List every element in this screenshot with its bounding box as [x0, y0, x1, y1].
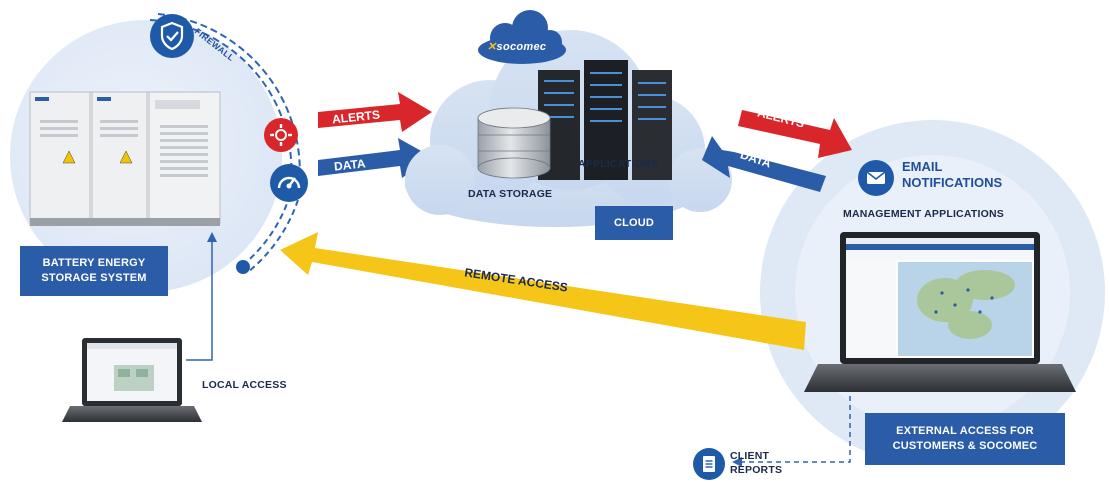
- local-access-arrowhead: [207, 232, 217, 242]
- email-notifications-label: EMAIL NOTIFICATIONS: [902, 159, 1002, 190]
- bess-label-box: BATTERY ENERGY STORAGE SYSTEM: [20, 246, 168, 296]
- alert-gear-icon: [264, 118, 298, 152]
- external-access-label-box: EXTERNAL ACCESS FOR CUSTOMERS & SOCOMEC: [865, 413, 1065, 465]
- local-access-line: [186, 238, 213, 361]
- bess-label-line1: BATTERY ENERGY: [42, 257, 146, 270]
- email-icon: [858, 160, 894, 196]
- bess-cabinets: [29, 91, 221, 226]
- data-storage-label: DATA STORAGE: [468, 188, 553, 200]
- reports-arrowhead: [732, 457, 742, 467]
- local-laptop: [62, 338, 202, 422]
- email-line2: NOTIFICATIONS: [902, 174, 1003, 190]
- alerts-arrow-to-customer: [738, 110, 852, 158]
- client-reports-label: CLIENT REPORTS: [684, 450, 782, 477]
- local-access-label: LOCAL ACCESS: [202, 379, 287, 391]
- gauge-icon: [270, 164, 308, 202]
- database-disks: [477, 107, 551, 179]
- external-line1: EXTERNAL ACCESS FOR: [896, 425, 1034, 438]
- cloud-label: CLOUD: [613, 216, 655, 229]
- applications-label: APPLICATIONS: [578, 158, 658, 170]
- email-line1: EMAIL: [902, 159, 943, 174]
- socomec-brand: ✕socomec: [487, 41, 547, 53]
- bess-label-line2: STORAGE SYSTEM: [41, 272, 147, 284]
- reports-dashed-line: [738, 396, 851, 463]
- data-arrow-to-cloud: [318, 138, 432, 178]
- shield-icon: [150, 14, 194, 58]
- socomec-cloud-badge: [478, 10, 566, 64]
- cloud-label-box: CLOUD: [595, 206, 673, 240]
- alerts-arrow-to-cloud: [318, 92, 432, 132]
- document-icon: [693, 448, 725, 480]
- connection-node-dot: [236, 260, 250, 274]
- reports-line1: CLIENT: [730, 450, 770, 462]
- socomec-brand-text: socomec: [496, 41, 547, 53]
- remote-access-arrow: [280, 232, 806, 350]
- data-arrow-to-cloud-from-customer: [702, 136, 826, 192]
- external-line2: CUSTOMERS & SOCOMEC: [892, 440, 1038, 452]
- reports-line2: REPORTS: [730, 463, 783, 476]
- management-applications-label: MANAGEMENT APPLICATIONS: [843, 208, 1004, 220]
- management-laptop: [804, 232, 1076, 392]
